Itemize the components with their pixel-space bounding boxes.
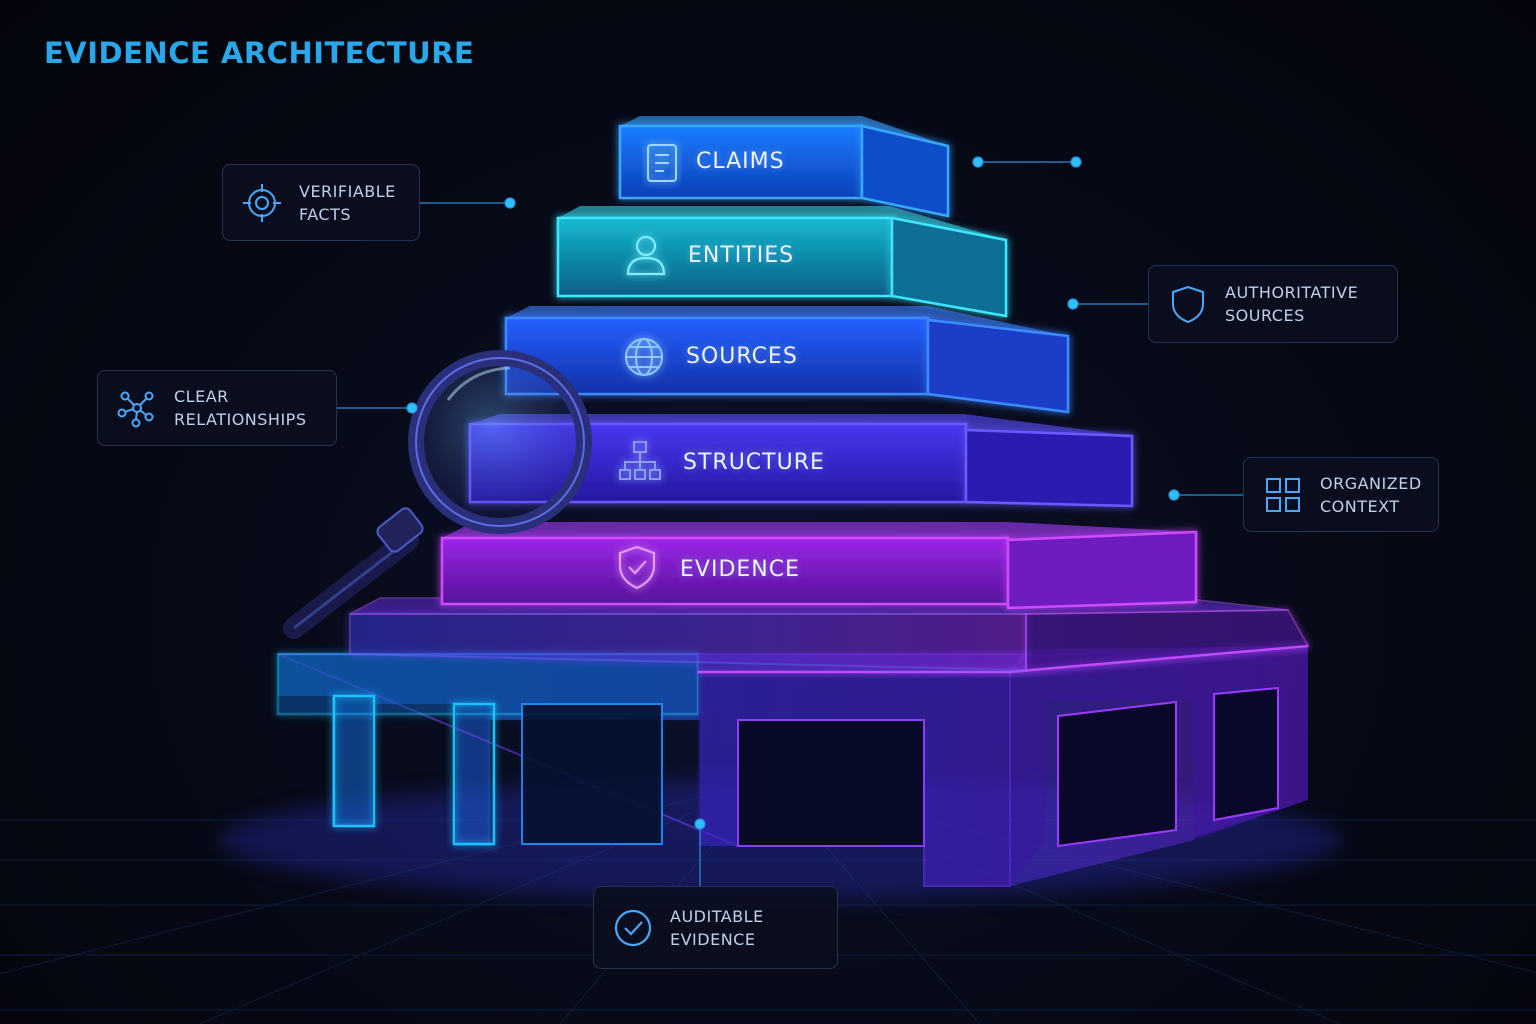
layer-entities-block	[556, 206, 1008, 318]
layer-label-sources: SOURCES	[686, 344, 798, 369]
document-icon	[647, 144, 677, 182]
target-icon	[241, 182, 283, 224]
check-circle-icon	[612, 907, 654, 949]
callout-auditable-evidence: AUDITABLE EVIDENCE	[593, 886, 838, 969]
callout-line: EVIDENCE	[670, 929, 756, 949]
callout-line: CLEAR	[174, 387, 229, 406]
person-icon	[626, 235, 666, 276]
layer-label-claims: CLAIMS	[696, 149, 785, 174]
callout-verifiable-facts: VERIFIABLE FACTS	[222, 164, 420, 241]
callout-line: ORGANIZED	[1320, 473, 1422, 493]
callout-clear-relationships: CLEAR RELATIONSHIPS	[97, 370, 337, 446]
callout-line: VERIFIABLE	[299, 181, 396, 201]
layer-sources-block	[504, 306, 1070, 414]
callout-line: AUTHORITATIVE	[1225, 283, 1359, 302]
callout-organized-context: ORGANIZED CONTEXT	[1243, 457, 1439, 532]
globe-icon	[625, 338, 663, 376]
grid-icon	[1262, 474, 1304, 516]
magnifying-glass	[283, 350, 592, 639]
hierarchy-icon	[619, 441, 661, 480]
callout-authoritative-sources: AUTHORITATIVE SOURCES	[1148, 265, 1398, 343]
callout-line: AUDITABLE	[670, 906, 764, 926]
callout-line: RELATIONSHIPS	[174, 410, 307, 429]
network-icon	[116, 387, 158, 429]
callout-line: FACTS	[299, 204, 351, 224]
connector-lines	[336, 156, 1243, 886]
layer-evidence-block	[440, 522, 1198, 610]
callout-line: SOURCES	[1225, 306, 1305, 325]
base-building	[276, 644, 1310, 888]
shield-check-icon	[618, 545, 656, 590]
layer-label-entities: ENTITIES	[688, 243, 795, 268]
layer-label-structure: STRUCTURE	[683, 450, 825, 475]
page-title: EVIDENCE ARCHITECTURE	[44, 36, 475, 70]
shield-icon	[1167, 283, 1209, 325]
layer-label-evidence: EVIDENCE	[680, 557, 800, 582]
callout-line: CONTEXT	[1320, 496, 1400, 516]
